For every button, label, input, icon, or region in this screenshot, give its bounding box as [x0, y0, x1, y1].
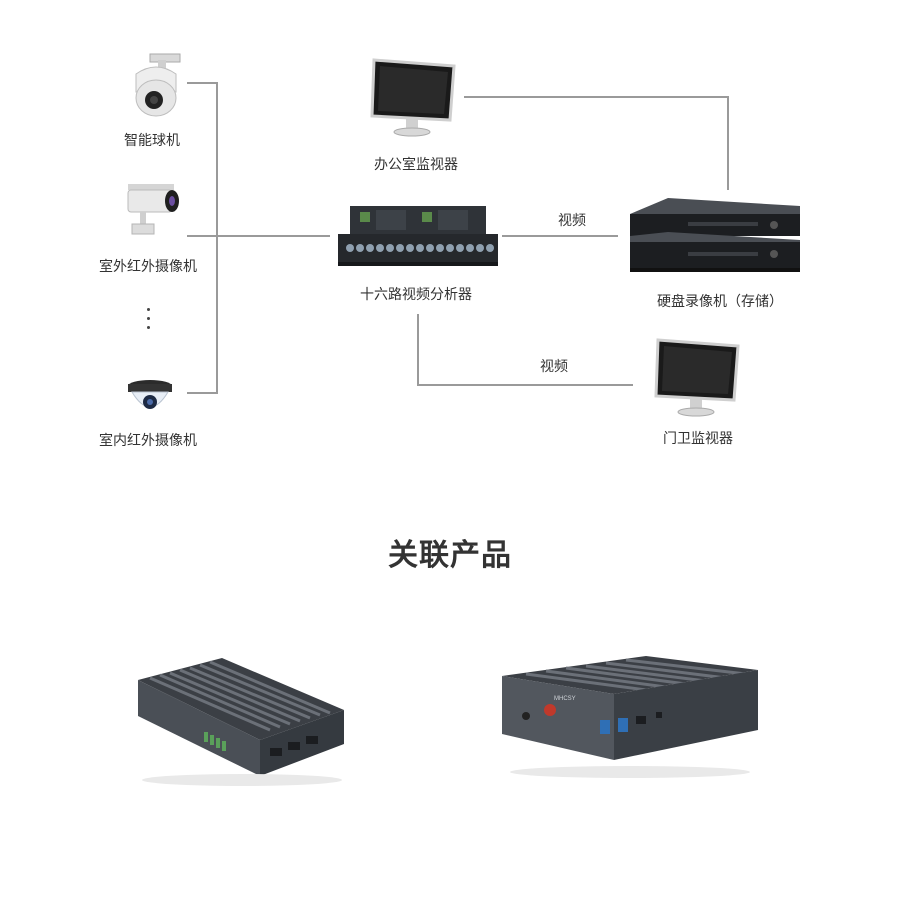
analyzer-to-gate-v [417, 314, 419, 386]
edge-label-analyzer-gate: 视频 [540, 359, 568, 375]
fanless-industrial-pc-icon[interactable] [130, 640, 350, 790]
gate-monitor-label: 门卫监视器 [663, 431, 733, 447]
analyzer-to-dvr-line [502, 235, 618, 237]
monitor-icon [370, 56, 456, 140]
fanless-industrial-pc-icon[interactable]: MHCSY [496, 650, 766, 780]
camera-label-outdoor: 室外红外摄像机 [99, 259, 197, 275]
edge-label-analyzer-dvr: 视频 [558, 213, 586, 229]
analyzer-label: 十六路视频分析器 [360, 287, 472, 303]
bullet-camera-icon [122, 182, 182, 238]
camera-bus-vertical [216, 82, 218, 394]
camera-connector-bottom [187, 392, 217, 394]
camera-to-analyzer-line [187, 235, 330, 237]
office-monitor-to-dvr-v [727, 96, 729, 190]
related-products-title: 关联产品 [388, 538, 512, 573]
product-brand-logo: MHCSY [554, 696, 576, 702]
analyzer-to-gate-h [417, 384, 633, 386]
office-monitor-to-dvr-h [464, 96, 728, 98]
more-cameras-ellipsis [147, 308, 150, 335]
camera-label-indoor: 室内红外摄像机 [99, 433, 197, 449]
dvr-icon [628, 196, 802, 280]
monitor-icon [654, 336, 740, 420]
camera-label-dome: 智能球机 [124, 133, 180, 149]
office-monitor-label: 办公室监视器 [374, 157, 458, 173]
rack-analyzer-icon [336, 204, 500, 268]
camera-connector-top [187, 82, 217, 84]
dome-speed-camera-icon [128, 52, 184, 118]
dvr-label: 硬盘录像机（存储） [657, 294, 783, 310]
indoor-dome-camera-icon [126, 378, 174, 420]
